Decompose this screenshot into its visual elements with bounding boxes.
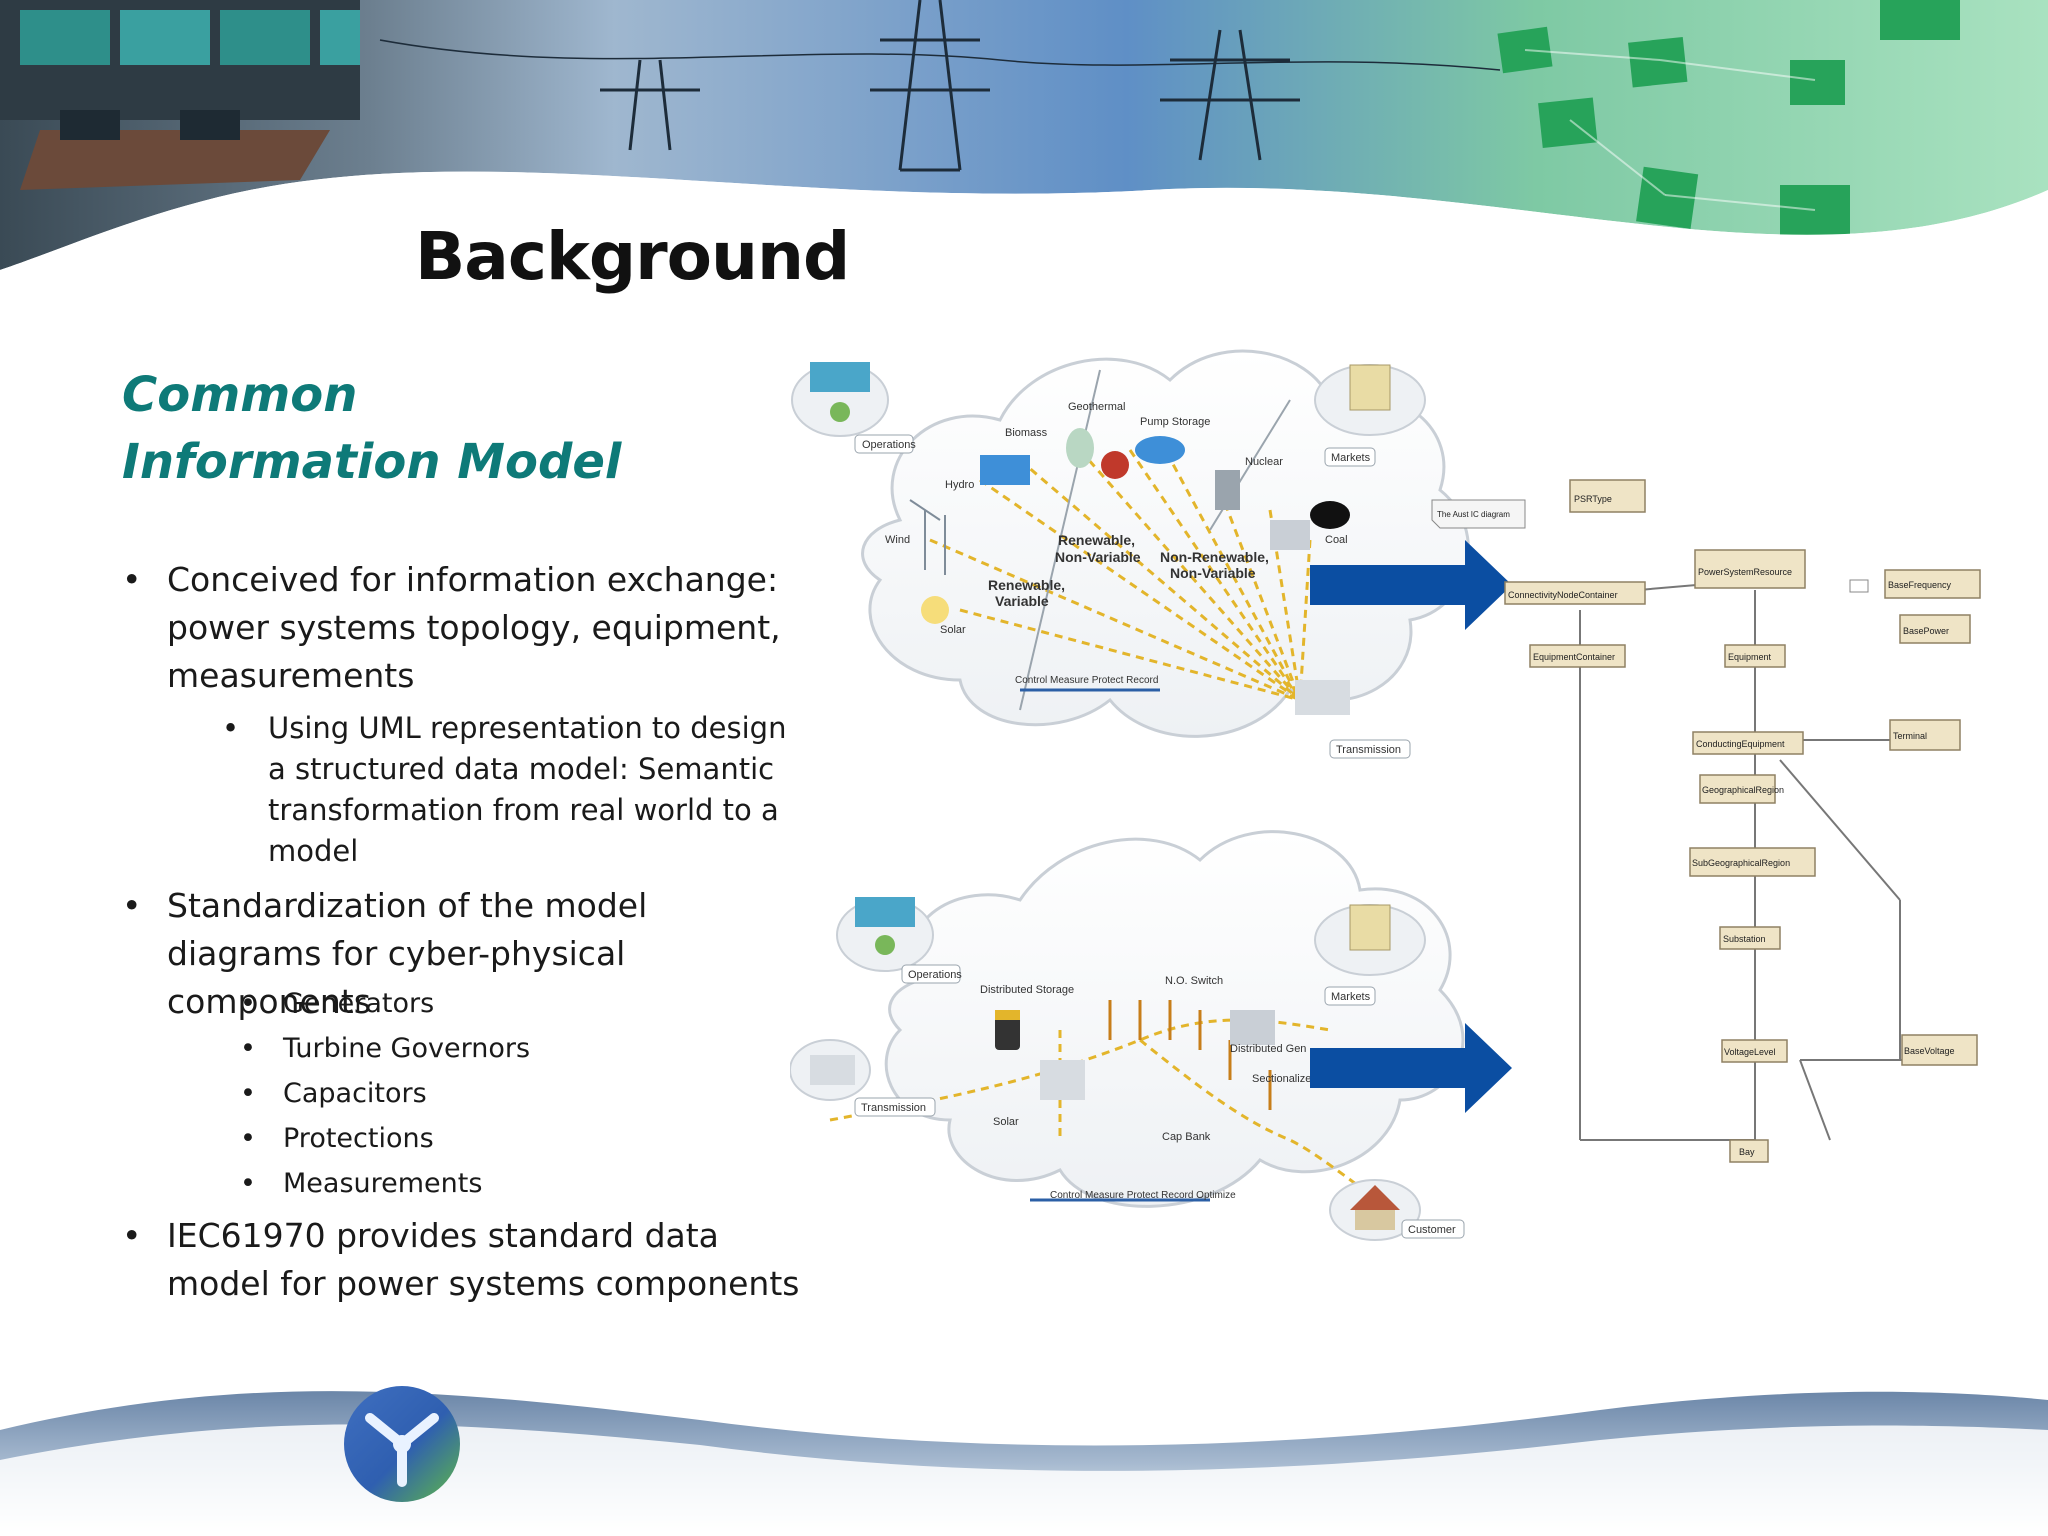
coal-plant-icon: [1270, 520, 1310, 550]
svg-text:Renewable,: Renewable,: [1058, 532, 1135, 548]
markets-icon: [1314, 364, 1426, 436]
bullet-2: • Standardization of the model diagrams …: [122, 882, 802, 1026]
svg-text:Operations: Operations: [908, 969, 962, 981]
biomass-icon: [1066, 428, 1094, 468]
uml-note: The Aust IC diagram: [1437, 510, 1510, 519]
label-hydro: Hydro: [945, 479, 974, 491]
svg-text:Operations: Operations: [862, 439, 916, 451]
svg-text:Markets: Markets: [1331, 991, 1371, 1003]
svg-text:BaseVoltage: BaseVoltage: [1904, 1046, 1955, 1056]
transmission-icon: [1295, 680, 1350, 715]
svg-text:Customer: Customer: [1408, 1224, 1456, 1236]
label-pump-storage: Pump Storage: [1140, 416, 1210, 428]
distributed-gen-icon: [1230, 1010, 1275, 1045]
label-nuclear: Nuclear: [1245, 456, 1283, 468]
svg-text:Substation: Substation: [1723, 934, 1766, 944]
svg-text:SubGeographicalRegion: SubGeographicalRegion: [1692, 858, 1790, 868]
svg-text:Renewable,: Renewable,: [988, 577, 1065, 593]
component-item: • Generators: [240, 988, 435, 1019]
sub-bullet-1: • Using UML representation to design a s…: [222, 708, 802, 872]
solar-icon: [921, 596, 949, 624]
component-item: • Turbine Governors: [240, 1033, 531, 1064]
svg-text:Equipment: Equipment: [1728, 652, 1772, 662]
component-item: • Capacitors: [240, 1078, 427, 1109]
bullet-text: Using UML representation to design a str…: [268, 711, 787, 868]
svg-text:ConnectivityNodeContainer: ConnectivityNodeContainer: [1508, 590, 1618, 600]
coal-icon: [1310, 501, 1350, 529]
svg-text:Terminal: Terminal: [1893, 731, 1927, 741]
geothermal-icon: [1101, 451, 1129, 479]
arrow-right-icon: [1310, 540, 1512, 630]
label-geothermal: Geothermal: [1068, 401, 1125, 413]
slide-title: Background: [415, 218, 850, 295]
svg-text:Sectionalizer: Sectionalizer: [1252, 1073, 1315, 1085]
operations-icon: [836, 897, 934, 972]
transmission-icon: [790, 1039, 871, 1101]
label-functions: Control Measure Protect Record: [1015, 675, 1158, 686]
svg-text:BaseFrequency: BaseFrequency: [1888, 580, 1952, 590]
label-wind: Wind: [885, 534, 910, 546]
arrow-right-icon: [1310, 1023, 1512, 1113]
markets-icon: [1314, 904, 1426, 976]
svg-text:VoltageLevel: VoltageLevel: [1724, 1047, 1776, 1057]
control-room-image: [0, 0, 360, 190]
component-item: • Protections: [240, 1123, 434, 1154]
component-item: • Measurements: [240, 1168, 483, 1199]
svg-text:Cap Bank: Cap Bank: [1162, 1131, 1211, 1143]
svg-text:PowerSystemResource: PowerSystemResource: [1698, 567, 1792, 577]
svg-text:Bay: Bay: [1739, 1147, 1755, 1157]
organization-logo: [344, 1386, 460, 1502]
svg-text:PSRType: PSRType: [1574, 494, 1612, 504]
svg-text:Variable: Variable: [995, 593, 1049, 609]
svg-text:ConductingEquipment: ConductingEquipment: [1696, 739, 1785, 749]
footer-wave: [0, 1391, 2048, 1536]
svg-text:Transmission: Transmission: [861, 1102, 926, 1114]
svg-text:BasePower: BasePower: [1903, 626, 1949, 636]
diagram-area: Biomass Geothermal Pump Storage Hydro Nu…: [790, 349, 1981, 1241]
svg-text:GeographicalRegion: GeographicalRegion: [1702, 785, 1784, 795]
hydro-icon: [980, 455, 1030, 485]
pylon-icon: [379, 0, 1501, 172]
operations-icon: [791, 362, 889, 437]
bullet-text: Conceived for information exchange: powe…: [167, 560, 781, 695]
pump-storage-icon: [1135, 436, 1185, 464]
nuclear-icon: [1215, 470, 1240, 510]
header-banner: [0, 0, 2048, 300]
svg-text:Markets: Markets: [1331, 452, 1371, 464]
svg-text:N.O. Switch: N.O. Switch: [1165, 975, 1223, 987]
pole-icon: [1108, 1000, 1272, 1110]
customer-icon: [1329, 1179, 1421, 1241]
bullet-3: • IEC61970 provides standard data model …: [122, 1212, 802, 1308]
bullet-text: IEC61970 provides standard data model fo…: [167, 1216, 800, 1303]
label-solar: Solar: [940, 624, 966, 636]
bullet-1: • Conceived for information exchange: po…: [122, 556, 802, 700]
svg-text:Distributed Storage: Distributed Storage: [980, 984, 1074, 996]
slide-subtitle: Common Information Model: [122, 367, 622, 490]
svg-text:EquipmentContainer: EquipmentContainer: [1533, 652, 1615, 662]
solar-panel-icon: [1040, 1060, 1085, 1100]
label-coal: Coal: [1325, 534, 1348, 546]
svg-text:Non-Variable: Non-Variable: [1055, 549, 1141, 565]
distribution-cloud-diagram: Distributed Storage N.O. Switch Distribu…: [790, 830, 1465, 1241]
wind-icon: [909, 499, 946, 575]
bullet-text: Standardization of the model diagrams fo…: [167, 886, 648, 1021]
svg-text:Non-Variable: Non-Variable: [1170, 565, 1256, 581]
svg-text:Control Measure Protect Record: Control Measure Protect Record Optimize: [1050, 1190, 1236, 1201]
uml-class-diagram: The Aust IC diagram PSRType PowerSystemR…: [1431, 479, 1981, 1163]
label-biomass: Biomass: [1005, 427, 1048, 439]
svg-text:Transmission: Transmission: [1336, 744, 1401, 756]
svg-text:Solar: Solar: [993, 1116, 1019, 1128]
generation-cloud-diagram: Biomass Geothermal Pump Storage Hydro Nu…: [791, 349, 1470, 759]
svg-text:Distributed Gen: Distributed Gen: [1230, 1043, 1306, 1055]
svg-text:Non-Renewable,: Non-Renewable,: [1160, 549, 1269, 565]
